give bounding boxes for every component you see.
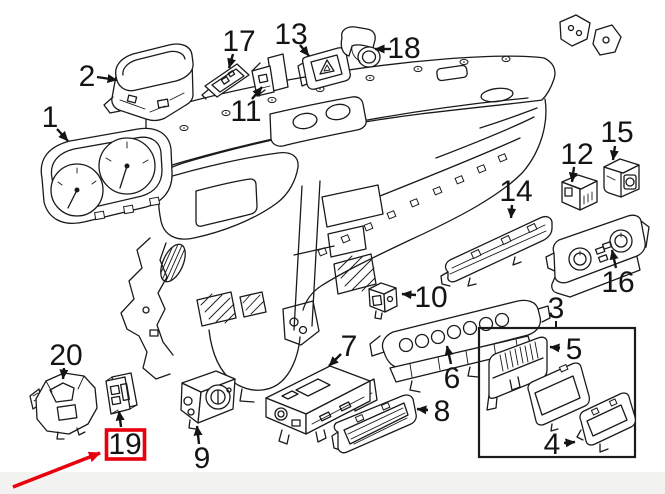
- part-15-switch: [603, 158, 640, 198]
- callout-16[interactable]: 16: [601, 266, 634, 299]
- callout-labels: 1 2 3 4 5 6 7 8 9 10 11 12 13 14 15 16 1…: [42, 18, 635, 475]
- callout-4-arrow: [563, 438, 576, 448]
- callout-13[interactable]: 13: [274, 18, 307, 51]
- callout-20-arrow: [59, 367, 69, 380]
- callout-16-arrow: [609, 249, 619, 269]
- callout-7-arrow: [328, 353, 342, 367]
- callout-8-arrow: [416, 405, 429, 415]
- callout-1-arrow: [56, 128, 69, 142]
- cluster-hood: [157, 151, 299, 240]
- part-1-instrument-cluster: [40, 127, 173, 224]
- kit-box-border: [477, 326, 637, 459]
- callout-2-arrow: [96, 74, 118, 84]
- column-bracket: [282, 300, 320, 346]
- callout-19-arrow: [115, 410, 125, 428]
- callout-17-arrow: [227, 53, 236, 69]
- part-8-vent-trim: [331, 394, 417, 454]
- callout-2[interactable]: 2: [79, 60, 96, 93]
- callout-6-arrow: [444, 345, 454, 365]
- part-5-bracket: [486, 336, 548, 411]
- callout-5-arrow: [549, 343, 561, 353]
- edge-clips: [317, 153, 508, 257]
- callout-7[interactable]: 7: [341, 330, 358, 363]
- part-2-display-unit: [103, 43, 194, 122]
- callout-arrows: [56, 44, 619, 448]
- callout-13-arrow: [299, 44, 310, 57]
- callout-9-arrow: [193, 425, 203, 445]
- callout-20[interactable]: 20: [49, 339, 82, 372]
- callout-11-arrow: [251, 86, 263, 100]
- part-20-module: [29, 372, 98, 440]
- part-14-trim-rail: [440, 215, 553, 287]
- callout-14[interactable]: 14: [499, 175, 532, 208]
- callout-1[interactable]: 1: [42, 101, 59, 134]
- highlight-box: [104, 428, 147, 461]
- part-12-switch: [561, 174, 598, 211]
- callout-15-arrow: [609, 145, 619, 161]
- callout-15[interactable]: 15: [600, 116, 633, 149]
- callout-3[interactable]: 3: [548, 292, 565, 325]
- part-9-headlamp-switch: [180, 370, 236, 430]
- part-16-climate-control: [545, 214, 650, 298]
- cowl-bosses: [179, 55, 511, 132]
- part-7-module: [265, 365, 378, 445]
- support-plates: [559, 14, 622, 56]
- callout-18[interactable]: 18: [387, 32, 420, 65]
- callout-10[interactable]: 10: [414, 281, 447, 314]
- part-3-kit-box: [477, 326, 637, 459]
- callout-12[interactable]: 12: [560, 138, 593, 171]
- callout-4[interactable]: 4: [544, 428, 561, 461]
- callout-9[interactable]: 9: [194, 442, 211, 475]
- part-10-switch: [368, 282, 398, 320]
- part-6-vent-assembly: [369, 299, 551, 393]
- callout-10-arrow: [401, 290, 417, 300]
- center-stack: [293, 180, 384, 331]
- part-19-switch: [105, 372, 138, 415]
- highlight-arrow: [12, 451, 101, 489]
- callout-14-arrow: [507, 204, 517, 219]
- callout-17[interactable]: 17: [222, 25, 255, 58]
- callout-12-arrow: [568, 166, 578, 183]
- part-13-hazard-switch: [297, 47, 351, 90]
- callout-6[interactable]: 6: [444, 362, 461, 395]
- part-17-switch: [201, 63, 250, 100]
- defroster-cutout: [269, 96, 367, 147]
- callout-5[interactable]: 5: [566, 333, 583, 366]
- highlight-annotation: [12, 428, 147, 489]
- part-4-tray: [576, 392, 637, 453]
- footer-strip: [0, 472, 665, 494]
- callout-11[interactable]: 11: [230, 95, 261, 128]
- dashboard-assembly: [120, 14, 622, 403]
- callout-19[interactable]: 19: [108, 428, 141, 461]
- center-vent-hatched: [196, 291, 267, 327]
- oval-vent-cutout: [480, 87, 514, 103]
- kit-screen: [527, 362, 591, 432]
- callout-8[interactable]: 8: [434, 395, 451, 428]
